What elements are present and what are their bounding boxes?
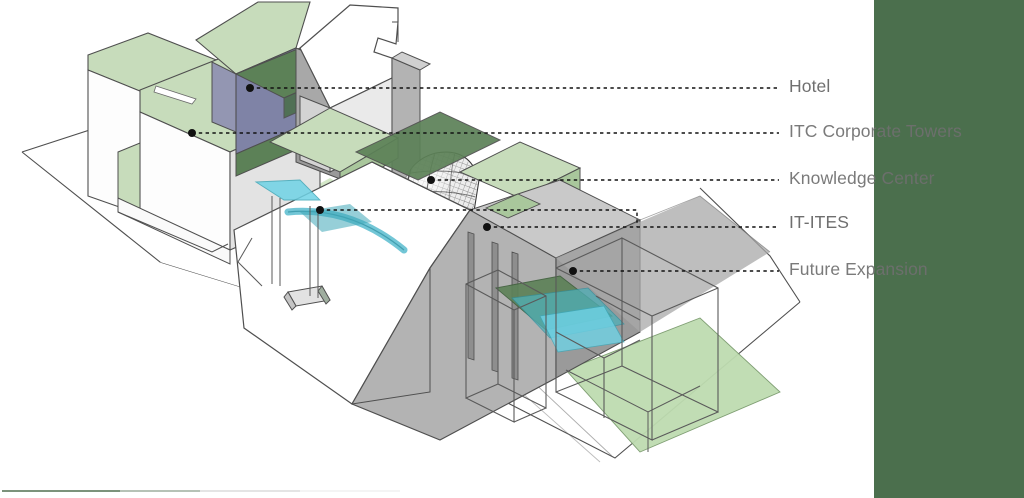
leader-line-it-ites-branch xyxy=(320,209,638,227)
callout-dot-itc-corporate-towers xyxy=(188,129,196,137)
ground-detail-object xyxy=(283,285,331,311)
callout-label-knowledge-center[interactable]: Knowledge Center xyxy=(789,168,935,188)
callout-label-hotel[interactable]: Hotel xyxy=(789,76,831,96)
callout-dots xyxy=(188,84,577,275)
callout-dot-future-expansion xyxy=(569,267,577,275)
callout-dot-hotel xyxy=(246,84,254,92)
linear-water-channel xyxy=(254,179,625,353)
callout-label-it-ites[interactable]: IT-ITES xyxy=(789,212,850,232)
callout-leader-lines xyxy=(192,87,779,272)
building-central-white-tower xyxy=(268,4,432,229)
callout-dot-knowledge-center xyxy=(427,176,435,184)
right-green-panel xyxy=(874,0,1024,498)
callout-label-itc-corporate-towers[interactable]: ITC Corporate Towers xyxy=(789,121,962,141)
callout-label-future-expansion[interactable]: Future Expansion xyxy=(789,259,928,279)
future-expansion-wireframe-blocks xyxy=(465,237,719,452)
callout-dot-it-ites-branch xyxy=(316,206,324,214)
vertical-post-details xyxy=(237,196,319,298)
lawn-future-expansion xyxy=(565,317,781,453)
callout-dot-it-ites xyxy=(483,223,491,231)
